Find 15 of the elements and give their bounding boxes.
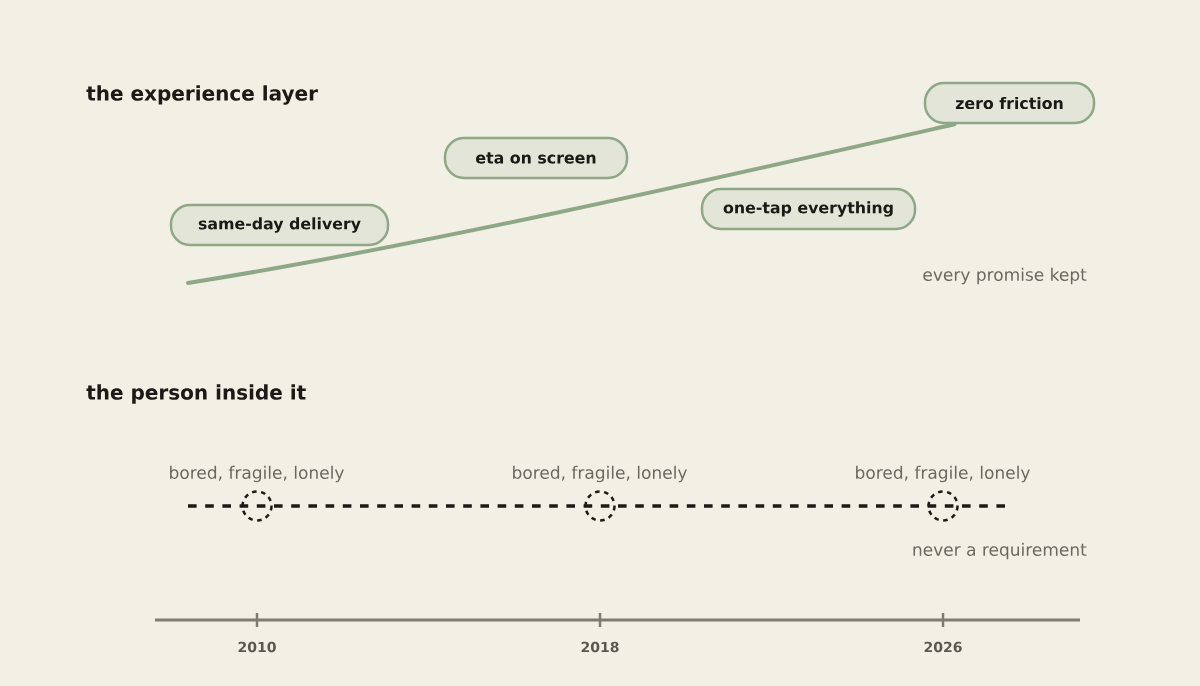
year-label: 2026 xyxy=(924,641,962,653)
trend-curve xyxy=(186,122,957,285)
milestone-pill: zero friction xyxy=(923,81,1096,125)
year-label: 2018 xyxy=(581,641,619,653)
state-label: bored, fragile, lonely xyxy=(170,465,344,483)
year-label: 2010 xyxy=(238,641,276,653)
section-heading: the experience layer xyxy=(86,85,318,105)
milestone-pill: one-tap everything xyxy=(700,187,917,231)
annotation-text: never a requirement xyxy=(913,542,1087,560)
annotation-text: every promise kept xyxy=(923,267,1087,285)
state-label: bored, fragile, lonely xyxy=(856,465,1030,483)
state-label: bored, fragile, lonely xyxy=(513,465,687,483)
milestone-pill: eta on screen xyxy=(443,136,629,180)
section-heading: the person inside it xyxy=(86,384,306,404)
milestone-pill: same-day delivery xyxy=(169,203,390,247)
